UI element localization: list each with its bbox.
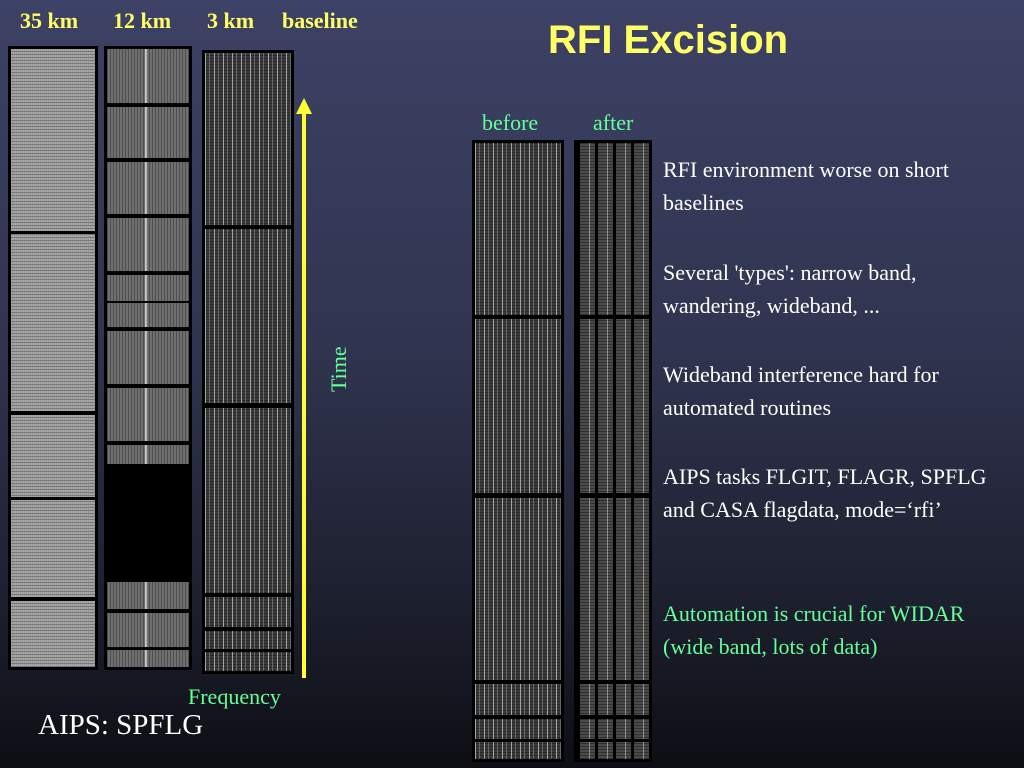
time-axis-label: Time: [326, 346, 351, 392]
frequency-axis-label: Frequency: [188, 684, 281, 709]
bullet-4: AIPS tasks FLGIT, FLAGR, SPFLG and CASA …: [663, 464, 987, 522]
bullet-1: RFI environment worse on short baselines: [663, 157, 949, 215]
time-arrow-head-icon: [296, 98, 312, 114]
footer-label: AIPS: SPFLG: [38, 709, 204, 741]
highlight-note: Automation is crucial for WIDAR (wide ba…: [663, 601, 965, 659]
label-3km: 3 km: [207, 8, 255, 33]
panel-before: [472, 140, 564, 762]
panel-12km: [104, 46, 192, 670]
bullet-3: Wideband interference hard for automated…: [663, 362, 939, 420]
slide-title: RFI Excision: [548, 18, 789, 62]
after-label: after: [593, 110, 634, 135]
before-label: before: [482, 110, 539, 135]
time-arrow-icon: [302, 112, 306, 678]
panel-35km: [8, 46, 98, 670]
label-35km: 35 km: [20, 8, 79, 33]
label-baseline: baseline: [282, 8, 358, 33]
bullet-2: Several 'types': narrow band, wandering,…: [663, 260, 917, 318]
panel-after: [574, 140, 652, 762]
label-12km: 12 km: [113, 8, 172, 33]
panel-3km: [202, 50, 294, 674]
